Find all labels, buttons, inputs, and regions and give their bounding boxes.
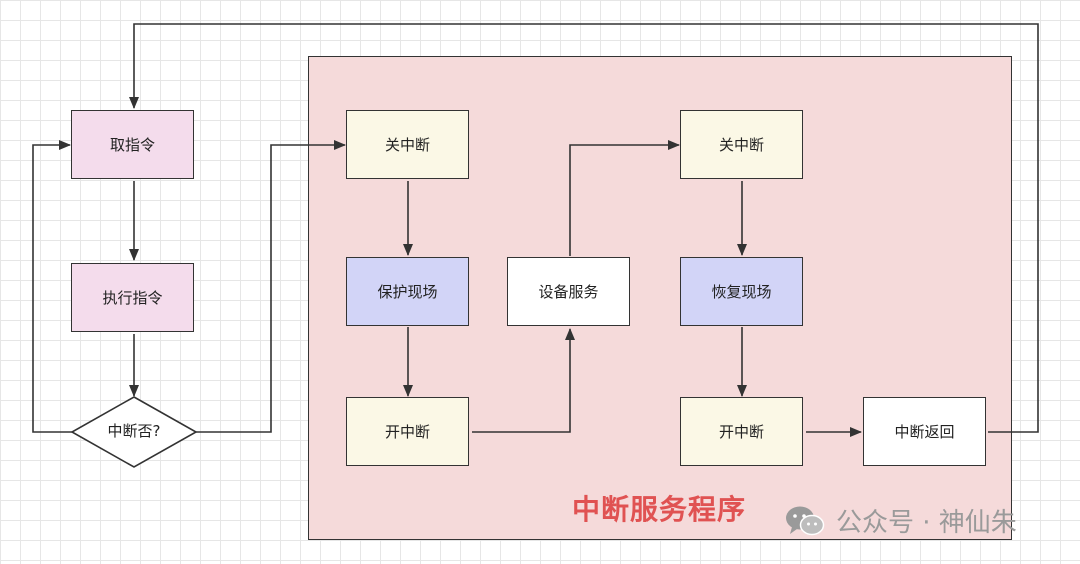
decision-diamond	[70, 396, 198, 468]
edge-enable1-to-service	[472, 328, 575, 433]
restore-context-node: 恢复现场	[680, 257, 803, 326]
enable-interrupt-node-1: 开中断	[346, 397, 469, 466]
edge-decision-yes-to-disable	[196, 140, 346, 433]
watermark-text: 公众号 · 神仙朱	[836, 508, 1017, 538]
disable-interrupt-node-2: 关中断	[680, 110, 803, 179]
fetch-instruction-node: 取指令	[71, 110, 194, 179]
edge-decision-no-to-fetch	[32, 140, 72, 433]
watermark: 公众号 · 神仙朱	[784, 502, 1017, 539]
interrupt-decision-label: 中断否?	[107, 422, 161, 440]
edge-return-to-fetch	[129, 23, 1039, 433]
disable-interrupt-node-1: 关中断	[346, 110, 469, 179]
isr-region-title: 中断服务程序	[571, 493, 746, 526]
execute-instruction-node: 执行指令	[71, 263, 194, 332]
edge-service-to-disable2	[569, 140, 680, 256]
enable-interrupt-node-2: 开中断	[680, 397, 803, 466]
device-service-node: 设备服务	[507, 257, 630, 326]
wechat-icon	[786, 506, 825, 535]
interrupt-return-node: 中断返回	[863, 397, 986, 466]
save-context-node: 保护现场	[346, 257, 469, 326]
